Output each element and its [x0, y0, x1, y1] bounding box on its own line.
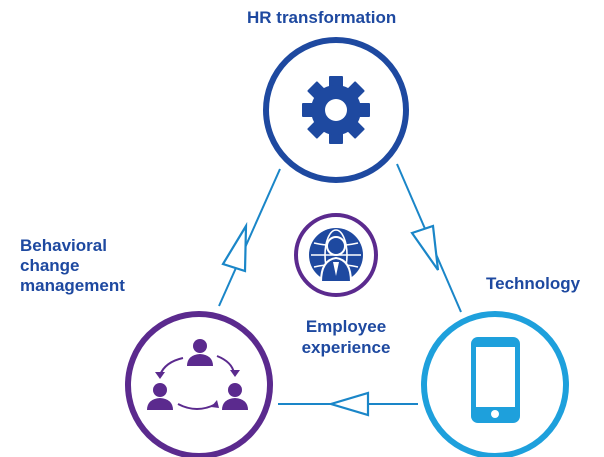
behavioral-change-label: Behavioral change management — [20, 236, 125, 295]
node-behavioral-change — [125, 311, 273, 457]
node-employee-experience — [294, 213, 378, 297]
technology-label: Technology — [486, 274, 581, 293]
connector-behavioral-to-hr — [218, 168, 281, 307]
node-technology — [421, 311, 569, 457]
arrowhead-up-left — [221, 221, 248, 273]
hr-transformation-label: HR transformation — [247, 8, 397, 27]
behavioral-circle — [125, 311, 273, 457]
team-cycle-icon — [147, 339, 248, 410]
employee-experience-label: Employee experience — [301, 317, 391, 357]
gear-icon — [302, 76, 370, 144]
arrowhead-down-right — [410, 224, 440, 271]
node-hr-transformation — [263, 37, 409, 183]
arrowheads — [221, 221, 440, 417]
global-employee-icon — [309, 228, 363, 283]
arrowhead-left — [327, 391, 370, 417]
smartphone-icon — [471, 337, 520, 423]
